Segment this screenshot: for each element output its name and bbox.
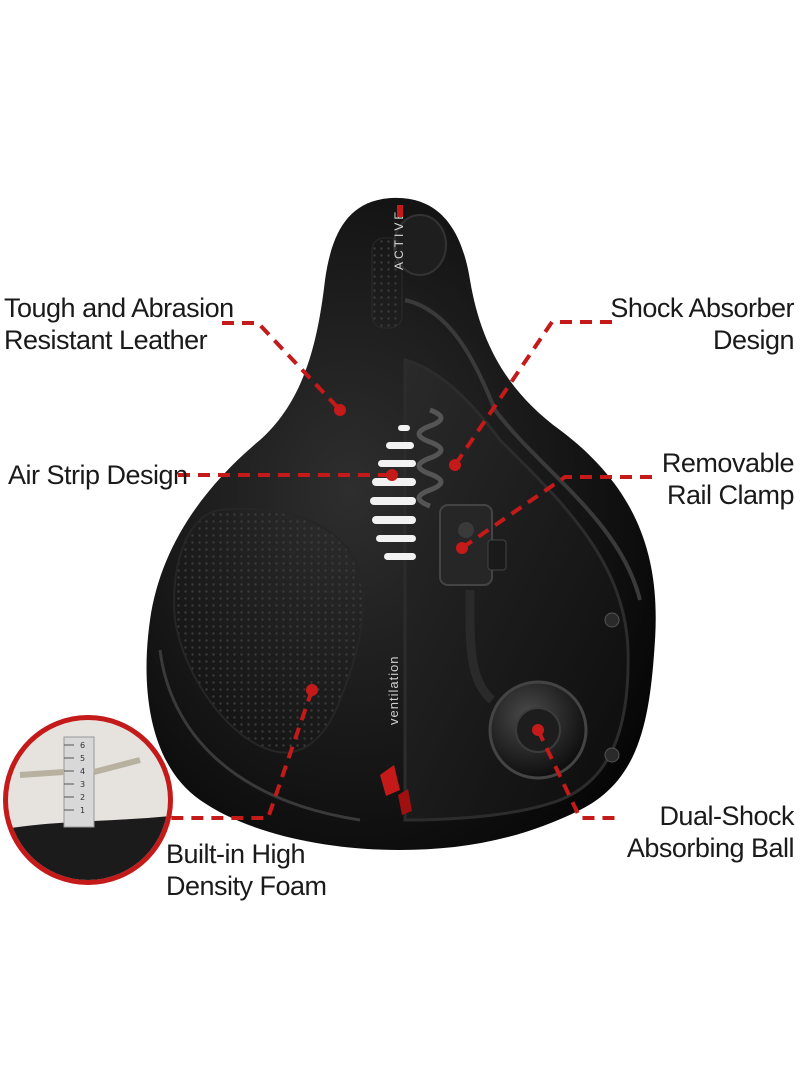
ruler-tick-label: 5: [80, 754, 85, 763]
callout-foam-label: Built-in High Density Foam: [166, 838, 327, 902]
dot-shock: [449, 459, 461, 471]
callout-rail-label: Removable Rail Clamp: [661, 447, 795, 511]
callout-ball-label: Dual-Shock Absorbing Ball: [626, 800, 795, 864]
ruler-tick-label: 2: [80, 793, 85, 802]
nose-grip-panel: [371, 237, 403, 329]
ruler-tick-label: 3: [80, 780, 85, 789]
callout-ball-line2: Absorbing Ball: [626, 833, 795, 863]
callout-leather-line2: Resistant Leather: [4, 325, 208, 355]
dot-rail: [456, 542, 468, 554]
screw: [604, 612, 620, 628]
ruler: [63, 736, 95, 828]
dot-leather: [334, 404, 346, 416]
callout-leather-line1: Tough and Abrasion: [4, 293, 234, 323]
callout-air-line1: Air Strip Design: [8, 460, 188, 490]
shock-spring: [416, 407, 444, 509]
ruler-tick-label: 4: [80, 767, 85, 776]
dot-ball: [532, 724, 544, 736]
leader-ball: [536, 729, 622, 820]
callout-rail-line2: Rail Clamp: [666, 480, 795, 510]
ruler-ticks: [64, 744, 74, 811]
leader-foam: [164, 689, 314, 820]
red-reflector: [398, 789, 412, 815]
dot-air: [386, 469, 398, 481]
callout-shock-label: Shock Absorber Design: [610, 292, 794, 356]
leader-shock: [453, 320, 612, 467]
callout-leather-label: Tough and Abrasion Resistant Leather: [4, 292, 234, 356]
ruler-tick-label: 6: [80, 741, 85, 750]
screw: [604, 747, 620, 763]
callout-rail-line1: Removable: [661, 448, 795, 478]
callout-air-label: Air Strip Design: [8, 459, 188, 491]
ventilation-text: ventilation: [386, 655, 401, 725]
brand-accent: [397, 205, 403, 217]
cutaway-rim: [404, 298, 642, 601]
leader-leather: [222, 321, 342, 412]
callout-foam-line1: Built-in High: [166, 839, 306, 869]
ruler-tick-label: 1: [80, 806, 85, 815]
callout-foam-line2: Density Foam: [166, 871, 327, 901]
callout-ball-line1: Dual-Shock: [659, 801, 794, 831]
callout-shock-line2: Design: [712, 325, 795, 355]
brand-text: ACTIVE: [392, 209, 406, 270]
callout-dots: [306, 404, 544, 736]
callout-lines: [164, 320, 652, 820]
red-reflector: [380, 765, 400, 796]
foam-magnifier-inset: 6 5 4 3 2 1: [3, 715, 173, 885]
callout-shock-line1: Shock Absorber: [610, 293, 794, 323]
air-strip-vents: [370, 425, 416, 560]
edge-highlight: [158, 649, 361, 822]
seat-rail: [465, 589, 496, 704]
leader-rail: [460, 475, 652, 550]
dot-foam: [306, 684, 318, 696]
